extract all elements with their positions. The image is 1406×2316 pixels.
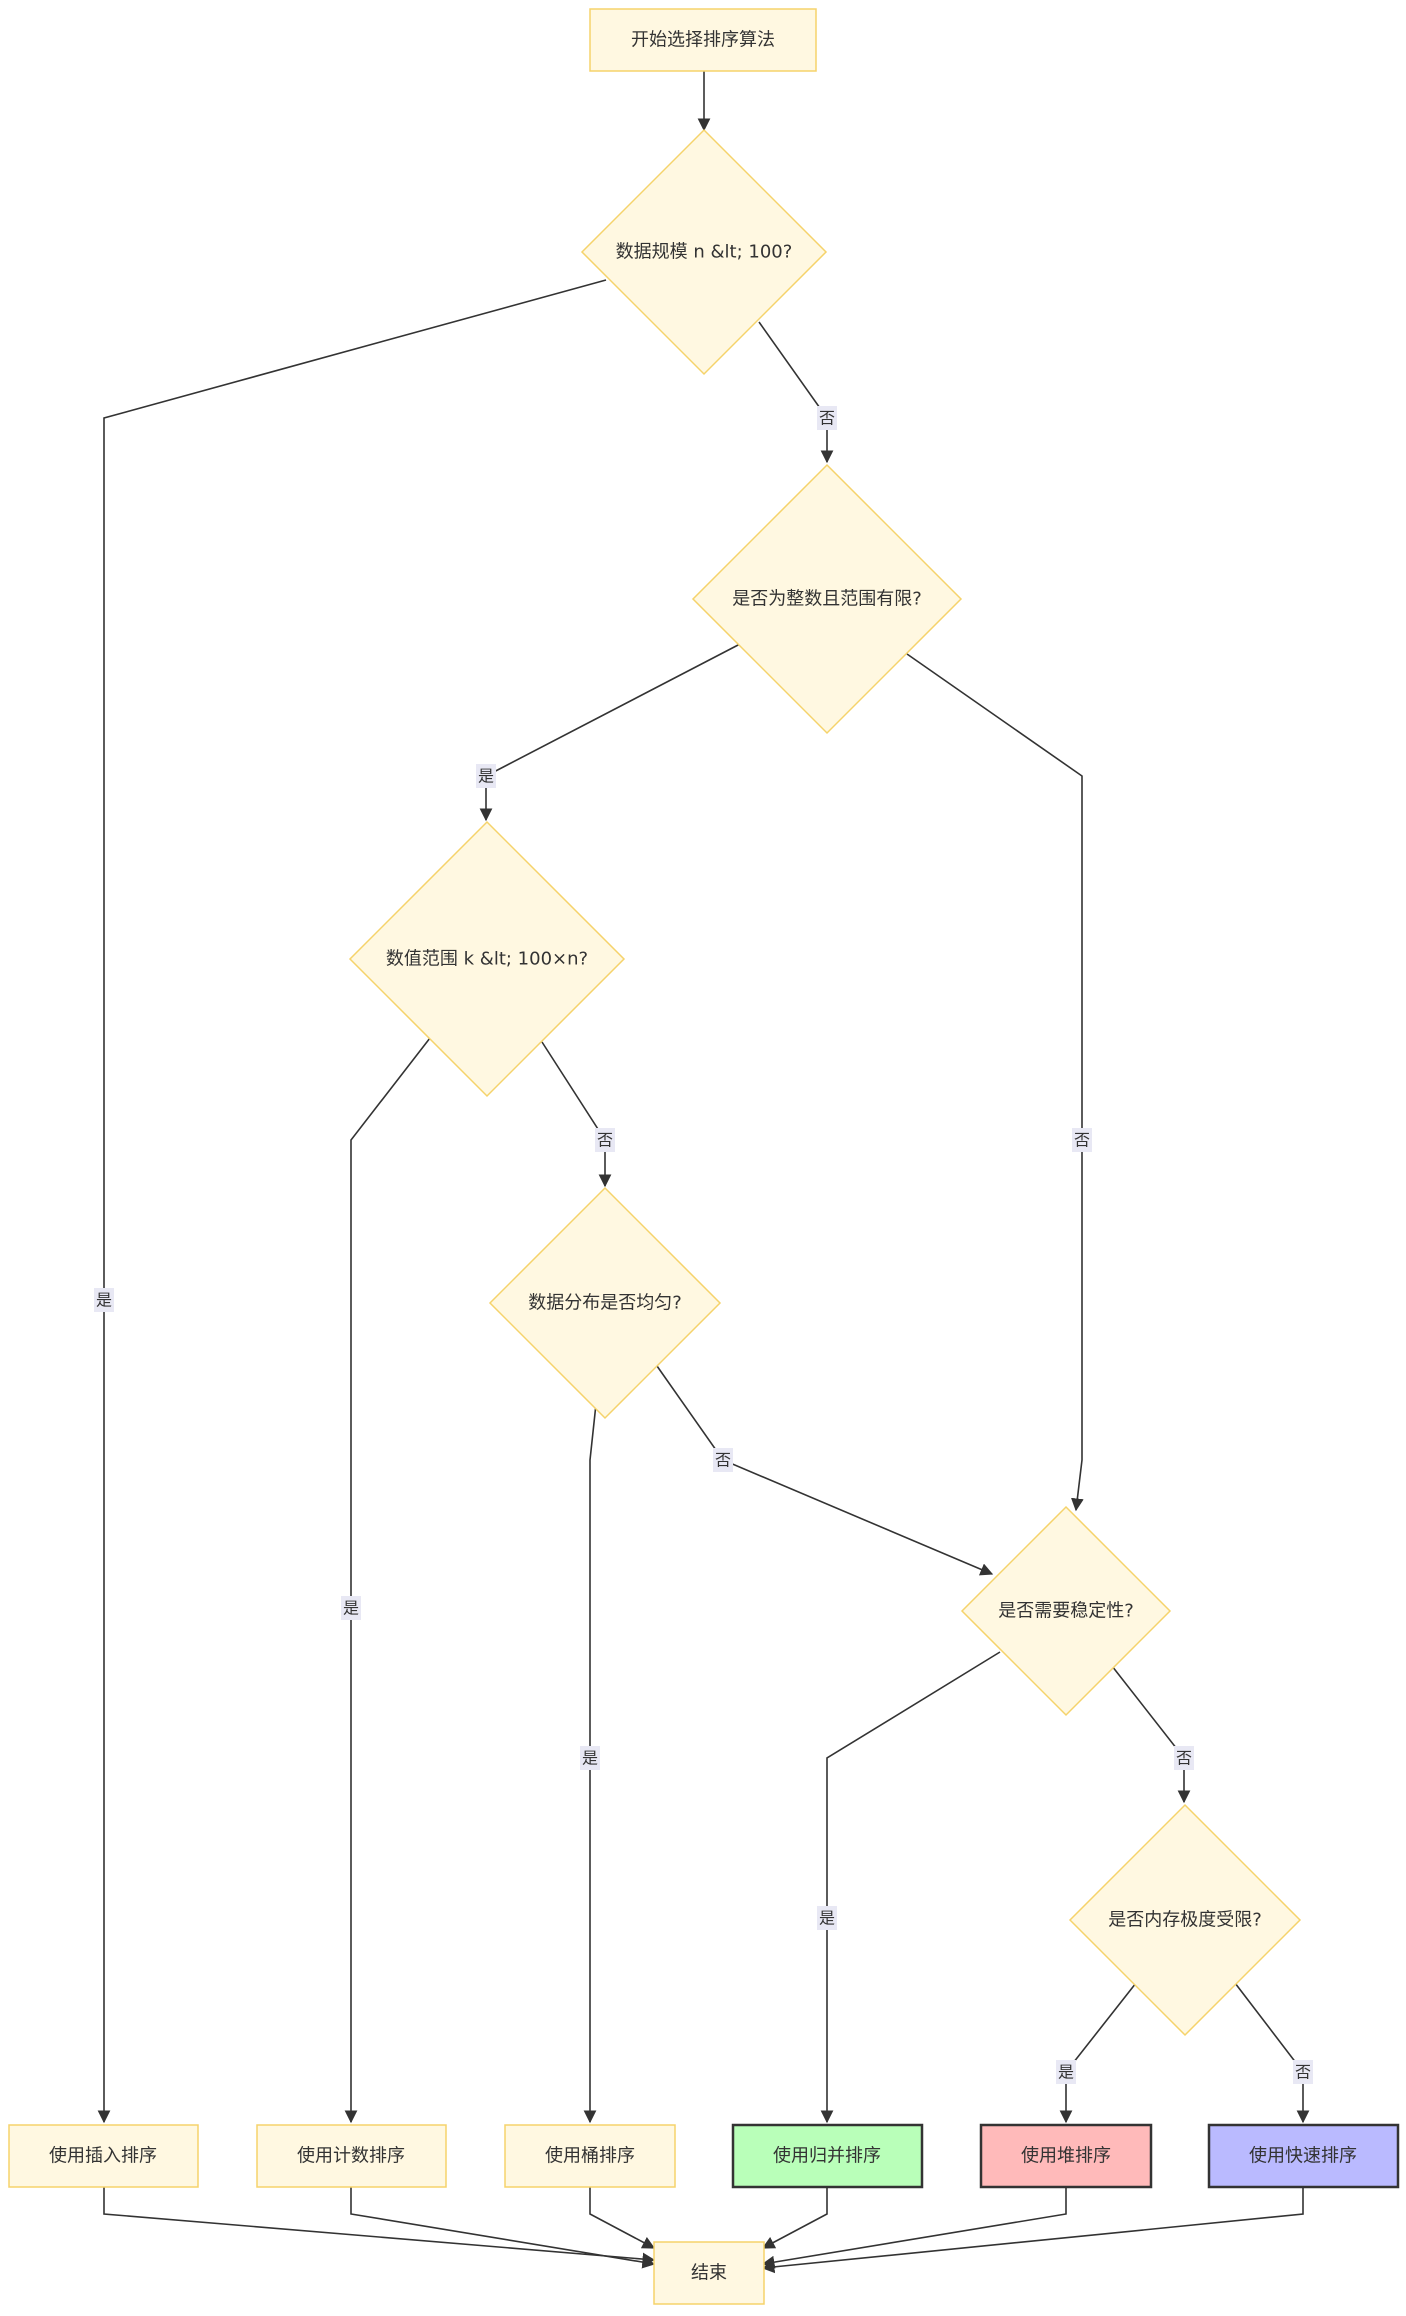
node-insertion-sort: 使用插入排序 (8, 2124, 199, 2188)
svg-text:数据规模 n &lt; 100?: 数据规模 n &lt; 100? (616, 242, 793, 263)
decision-distribution: 数据分布是否均匀? (488, 1186, 722, 1420)
node-merge-sort: 使用归并排序 (731, 2123, 924, 2189)
node-start: 开始选择排序算法 (589, 8, 817, 72)
decision-integer-range: 是否为整数且范围有限? (691, 463, 963, 735)
svg-text:否: 否 (1074, 1131, 1090, 1150)
edge-label-range-no: 否 (595, 1128, 615, 1152)
edge-label-int-no: 否 (1072, 1128, 1092, 1152)
node-end: 结束 (653, 2241, 765, 2305)
edge-counting-to-end (350, 2186, 656, 2269)
edge-quick-to-end (761, 2186, 1304, 2274)
edge-stable-no (1111, 1665, 1191, 1804)
edge-label-size-yes: 是 (94, 1288, 114, 1312)
edge-memory-yes (1059, 1982, 1137, 2124)
svg-text:数值范围 k &lt; 100×n?: 数值范围 k &lt; 100×n? (386, 949, 588, 970)
svg-text:是: 是 (819, 1909, 835, 1928)
node-bucket-sort: 使用桶排序 (504, 2124, 676, 2188)
svg-text:使用归并排序: 使用归并排序 (773, 2146, 881, 2167)
svg-text:是否为整数且范围有限?: 是否为整数且范围有限? (732, 589, 922, 610)
edge-memory-no (1234, 1982, 1310, 2124)
edge-label-dist-yes: 是 (580, 1746, 600, 1770)
svg-text:使用快速排序: 使用快速排序 (1249, 2146, 1357, 2167)
edge-range-yes (344, 1037, 431, 2124)
edge-heap-to-end (761, 2186, 1067, 2269)
edge-dist-no (656, 1365, 994, 1576)
svg-text:否: 否 (715, 1451, 731, 1470)
decision-memory: 是否内存极度受限? (1068, 1803, 1302, 2037)
decision-data-size: 数据规模 n &lt; 100? (580, 128, 828, 376)
edge-bucket-to-end (589, 2186, 656, 2249)
svg-text:是: 是 (582, 1749, 598, 1768)
node-counting-sort: 使用计数排序 (256, 2124, 447, 2188)
edge-label-memory-no: 否 (1293, 2060, 1313, 2084)
edge-label-int-yes: 是 (476, 764, 496, 788)
svg-text:数据分布是否均匀?: 数据分布是否均匀? (528, 1293, 682, 1314)
edge-int-yes (479, 643, 741, 822)
node-quick-sort: 使用快速排序 (1207, 2123, 1400, 2189)
svg-text:否: 否 (1295, 2063, 1311, 2082)
edge-label-size-no: 否 (817, 406, 837, 430)
svg-text:是否内存极度受限?: 是否内存极度受限? (1108, 1910, 1262, 1931)
edge-range-no (541, 1041, 612, 1188)
decision-value-range: 数值范围 k &lt; 100×n? (348, 820, 626, 1098)
edge-dist-yes (583, 1403, 597, 2124)
svg-text:结束: 结束 (691, 2263, 727, 2284)
svg-text:使用桶排序: 使用桶排序 (545, 2146, 635, 2167)
edge-size-yes (97, 279, 607, 2124)
edge-stable-yes (820, 1651, 1001, 2124)
edge-label-stable-yes: 是 (817, 1906, 837, 1930)
svg-text:是: 是 (478, 767, 494, 786)
edge-label-memory-yes: 是 (1056, 2060, 1076, 2084)
svg-text:是: 是 (1058, 2063, 1074, 2082)
svg-text:使用堆排序: 使用堆排序 (1021, 2146, 1111, 2167)
edge-size-no (758, 321, 834, 464)
edge-label-stable-no: 否 (1174, 1746, 1194, 1770)
svg-text:是否需要稳定性?: 是否需要稳定性? (998, 1601, 1134, 1622)
edge-int-no (906, 653, 1084, 1512)
edge-labels: 否 是 是 否 否 是 否 是 (94, 406, 1313, 2084)
edge-merge-to-end (761, 2186, 828, 2249)
svg-text:使用计数排序: 使用计数排序 (297, 2146, 405, 2167)
decision-stability: 是否需要稳定性? (960, 1505, 1172, 1717)
svg-text:使用插入排序: 使用插入排序 (49, 2146, 157, 2167)
svg-text:否: 否 (597, 1131, 613, 1150)
svg-text:开始选择排序算法: 开始选择排序算法 (631, 30, 775, 51)
edge-label-range-yes: 是 (341, 1596, 361, 1620)
svg-text:否: 否 (1176, 1749, 1192, 1768)
node-heap-sort: 使用堆排序 (979, 2123, 1153, 2189)
edge-insertion-to-end (103, 2186, 656, 2266)
svg-text:是: 是 (96, 1291, 112, 1310)
svg-text:否: 否 (819, 409, 835, 428)
nodes: 开始选择排序算法 数据规模 n &lt; 100? 是否为整数且范围有限? 数值… (8, 8, 1400, 2305)
svg-text:是: 是 (343, 1599, 359, 1618)
edge-label-dist-no: 否 (713, 1448, 733, 1472)
